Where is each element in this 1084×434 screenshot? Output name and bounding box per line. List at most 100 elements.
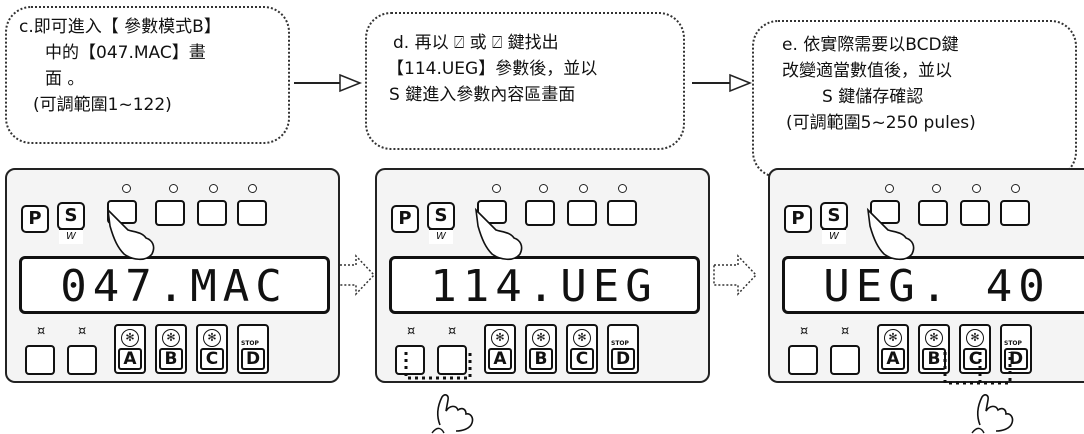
b-key[interactable]: ✻B [918,324,950,374]
bubble-arrow-1 [294,73,362,93]
lcd-display: 047.MAC [19,256,330,314]
step-e-line-4: (可調範圍5~250 pules) [786,113,976,133]
step-c-line-2: 中的【047.MAC】畫 [45,43,206,63]
a-key[interactable]: ✻A [484,324,516,374]
needle-down-key[interactable] [197,200,227,226]
s-key-label: S [434,205,448,226]
step-d-line-2: 【114.UEG】參數後，並以 [387,59,598,79]
p-key[interactable]: P [784,205,812,233]
s-key-label: S [64,205,78,226]
minus-key[interactable] [437,345,467,375]
c-key[interactable]: ✻C [959,324,991,374]
slow-start-key[interactable] [918,200,948,226]
step-d-bubble: d. 再以 ⍁ 或 ⍁ 鍵找出 【114.UEG】參數後，並以 S 鍵進入參數內… [365,12,685,150]
a-key-label: A [881,348,905,370]
lcd-display-text: 114.UEG [430,261,651,311]
control-panel-1: P S W 047.MAC ¤ ¤ ✻A ✻B ✻C [5,168,340,383]
step-e-bubble: e. 依實際需要以BCD鍵 改變適當數值後，並以 S 鍵儲存確認 (可調範圍5~… [752,20,1077,178]
lcd-display-text: UEG. 40 [823,261,1050,311]
step-c-line-4: (可調範圍1~122) [33,95,172,115]
pointing-hand-icon [971,394,1014,434]
thread-trim-key[interactable] [870,200,900,224]
p-key[interactable]: P [21,205,49,233]
stitch-icon: ✻ [121,329,139,347]
indicator-led [122,184,131,193]
c-key-label: C [200,348,224,370]
needle-down-key[interactable] [960,200,990,226]
indicator-led [492,184,501,193]
indicator-mark: ¤ [37,324,46,339]
stitch-icon: ✻ [532,329,550,347]
d-key-label: D [241,348,265,370]
indicator-led [579,184,588,193]
slow-start-key[interactable] [525,200,555,226]
p-key[interactable]: P [391,205,419,233]
wiper-key[interactable] [607,200,637,226]
bubble-arrow-2 [692,73,752,93]
indicator-mark: ¤ [841,324,850,339]
thread-trim-key[interactable] [477,200,507,224]
s-key[interactable]: S W [820,202,848,244]
wiper-key[interactable] [237,200,267,226]
step-d-line-1: d. 再以 ⍁ 或 ⍁ 鍵找出 [393,33,559,53]
b-key[interactable]: ✻B [155,324,187,374]
lcd-display: UEG. 40 [782,256,1084,314]
plus-key[interactable] [395,345,425,375]
b-key-label: B [159,348,183,370]
stop-label: STOP [241,340,259,347]
c-key[interactable]: ✻C [196,324,228,374]
pointing-hand-icon [431,394,474,434]
d-key-label: D [611,348,635,370]
c-key[interactable]: ✻C [566,324,598,374]
stop-label: STOP [611,340,629,347]
stitch-icon: ✻ [162,329,180,347]
b-key[interactable]: ✻B [525,324,557,374]
step-c-line-1: c.即可進入【 參數模式B】 [19,17,221,37]
minus-key[interactable] [67,345,97,375]
s-key-label: S [827,205,841,226]
indicator-led [932,184,941,193]
step-e-line-3: S 鍵儲存確認 [822,87,924,107]
wiper-key[interactable] [1000,200,1030,226]
w-label: W [822,229,846,244]
w-label: W [429,229,453,244]
s-key[interactable]: S W [57,202,85,244]
panel-arrow-1 [331,254,376,296]
indicator-led [209,184,218,193]
stitch-icon: ✻ [573,329,591,347]
indicator-mark: ¤ [407,324,416,339]
plus-key[interactable] [25,345,55,375]
stitch-icon: ✻ [966,329,984,347]
stitch-icon: ✻ [925,329,943,347]
a-key[interactable]: ✻A [114,324,146,374]
s-key[interactable]: S W [427,202,455,244]
indicator-led [169,184,178,193]
slow-start-key[interactable] [155,200,185,226]
b-key-label: B [922,348,946,370]
indicator-mark: ¤ [800,324,809,339]
step-d-line-3: S 鍵進入參數內容區畫面 [389,85,576,105]
a-key-label: A [118,348,142,370]
lcd-value: UEG. 40 [823,261,1050,311]
thread-trim-key[interactable] [107,200,137,224]
control-panel-2: P S W 114.UEG ¤ ¤ ✻A ✻B ✻C [375,168,710,383]
stitch-icon: ✻ [203,329,221,347]
needle-down-key[interactable] [567,200,597,226]
step-e-line-1: e. 依實際需要以BCD鍵 [782,35,959,55]
c-key-label: C [570,348,594,370]
step-c-bubble: c.即可進入【 參數模式B】 中的【047.MAC】畫 面 。 (可調範圍1~1… [5,6,290,144]
step-e-line-2: 改變適當數值後，並以 [782,61,952,81]
indicator-led [618,184,627,193]
plus-key[interactable] [788,345,818,375]
panel-arrow-2 [713,254,758,296]
a-key[interactable]: ✻A [877,324,909,374]
lcd-value: 047.MAC [60,261,287,311]
indicator-mark: ¤ [78,324,87,339]
b-key-label: B [529,348,553,370]
indicator-led [972,184,981,193]
stitch-icon: ✻ [491,329,509,347]
minus-key[interactable] [830,345,860,375]
